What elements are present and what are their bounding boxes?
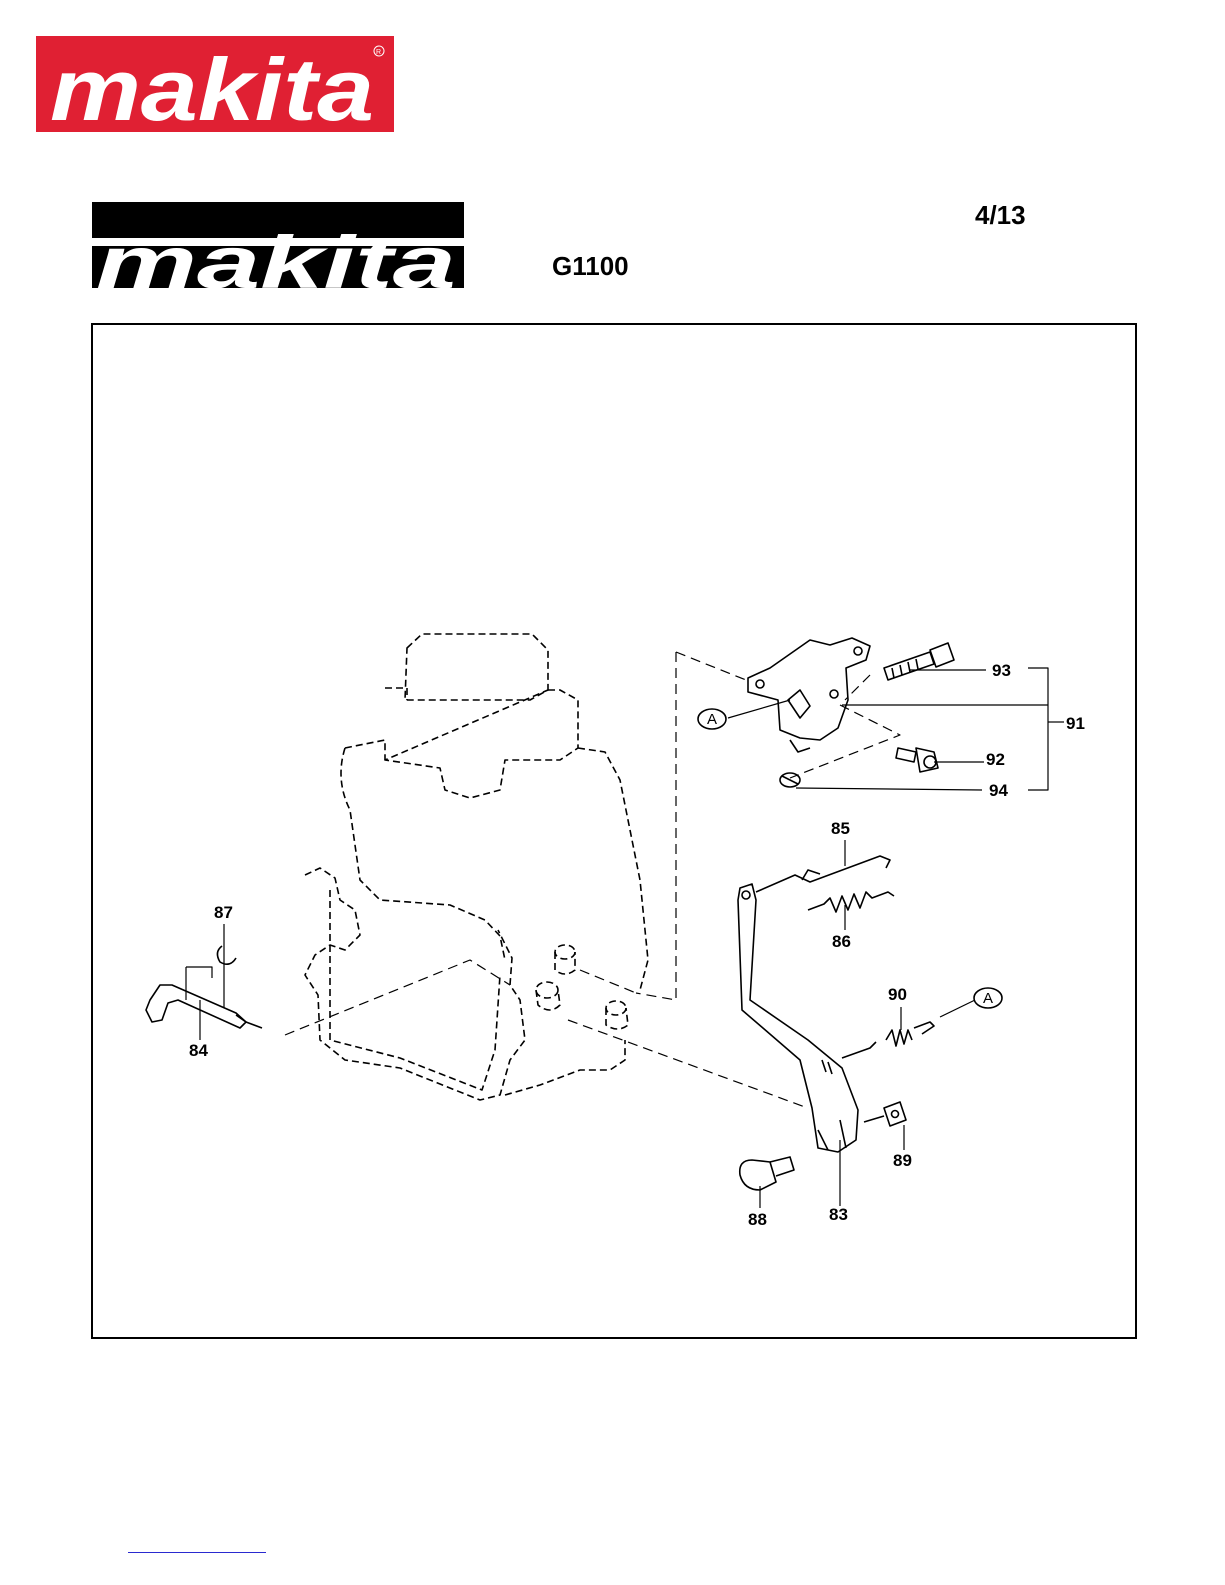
- diagram-frame: [91, 323, 1137, 1339]
- logo-small-text: makita: [96, 221, 456, 290]
- logo-text: makita: [50, 40, 374, 132]
- makita-logo-small: makita: [92, 202, 464, 290]
- makita-logo: makita R: [36, 36, 394, 132]
- model-number: G1100: [552, 251, 629, 282]
- page-number: 4/13: [975, 200, 1026, 231]
- footer-link-underline[interactable]: [128, 1552, 266, 1553]
- svg-text:R: R: [376, 49, 381, 56]
